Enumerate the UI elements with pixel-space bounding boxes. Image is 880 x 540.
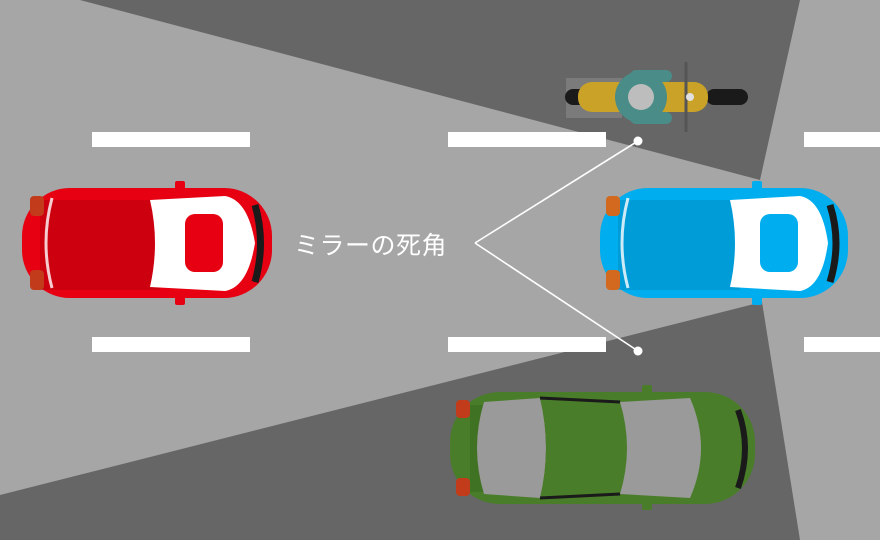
red-car bbox=[22, 181, 272, 305]
blind-spot-label: ミラーの死角 bbox=[294, 231, 448, 260]
lane-markings bbox=[92, 132, 880, 352]
blind-spot-upper bbox=[80, 0, 800, 180]
motorcycle bbox=[565, 62, 748, 132]
blue-car bbox=[600, 181, 848, 305]
callout-dot-green-car bbox=[633, 346, 643, 356]
green-car bbox=[450, 385, 755, 510]
callout-dot-motorcycle bbox=[633, 136, 643, 146]
blind-spot-callout bbox=[474, 136, 643, 356]
